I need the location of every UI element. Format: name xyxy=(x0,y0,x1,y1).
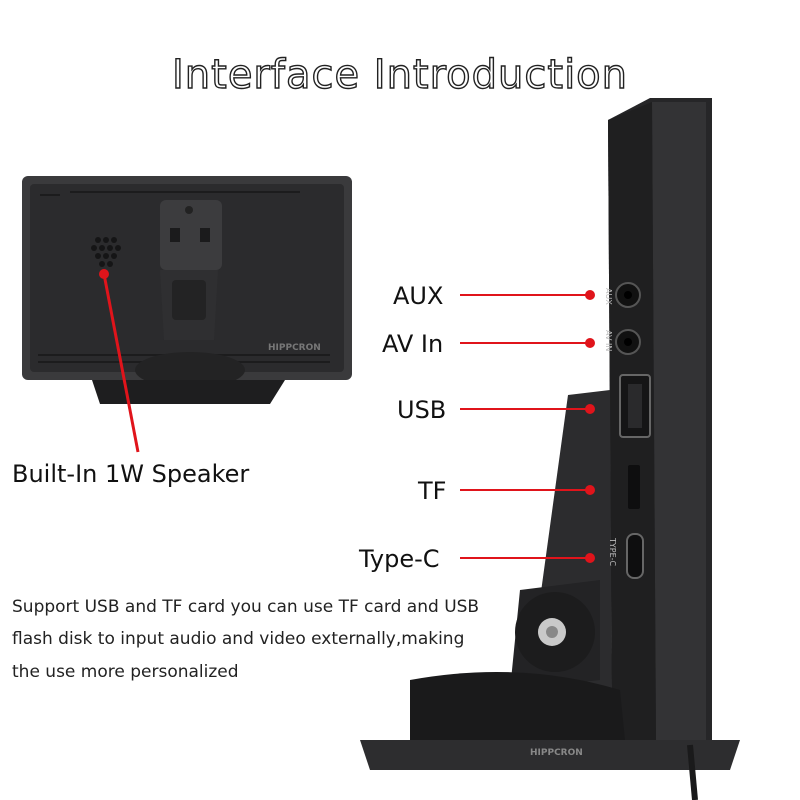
label-speaker: Built-In 1W Speaker xyxy=(12,460,250,488)
type-c-port xyxy=(626,533,644,579)
label-usb: USB xyxy=(397,396,447,424)
label-tf: TF xyxy=(418,477,447,505)
device-back-view: HIPPCRON xyxy=(22,176,352,404)
label-type-c: Type-C xyxy=(359,545,440,573)
port-text-aux: AUX xyxy=(604,288,613,305)
side-base xyxy=(410,672,625,740)
brand-logo-back: HIPPCRON xyxy=(268,343,321,353)
label-aux: AUX xyxy=(393,282,444,310)
device-side-view: HIPPCRON AUX AV IN TYPE-C xyxy=(360,98,740,800)
port-text-avin: AV IN xyxy=(604,330,613,351)
brand-logo-side: HIPPCRON xyxy=(530,748,583,758)
pointer-lines xyxy=(99,269,595,563)
label-av-in: AV In xyxy=(382,330,444,358)
description-line-1: Support USB and TF card you can use TF c… xyxy=(12,597,480,617)
description-line-3: the use more personalized xyxy=(12,662,239,682)
power-cable xyxy=(687,744,698,800)
tf-slot xyxy=(628,465,640,509)
page-title: Interface Introduction xyxy=(171,51,629,98)
mount-screw xyxy=(185,206,193,214)
port-text-typec: TYPE-C xyxy=(608,537,617,567)
description-line-2: flash disk to input audio and video exte… xyxy=(12,629,465,649)
speaker-grille xyxy=(91,237,121,267)
suction-base xyxy=(92,380,285,404)
pointer-speaker xyxy=(102,273,140,453)
mount-plate xyxy=(160,200,222,270)
side-base-plate xyxy=(360,740,740,770)
stand-base xyxy=(135,352,245,388)
